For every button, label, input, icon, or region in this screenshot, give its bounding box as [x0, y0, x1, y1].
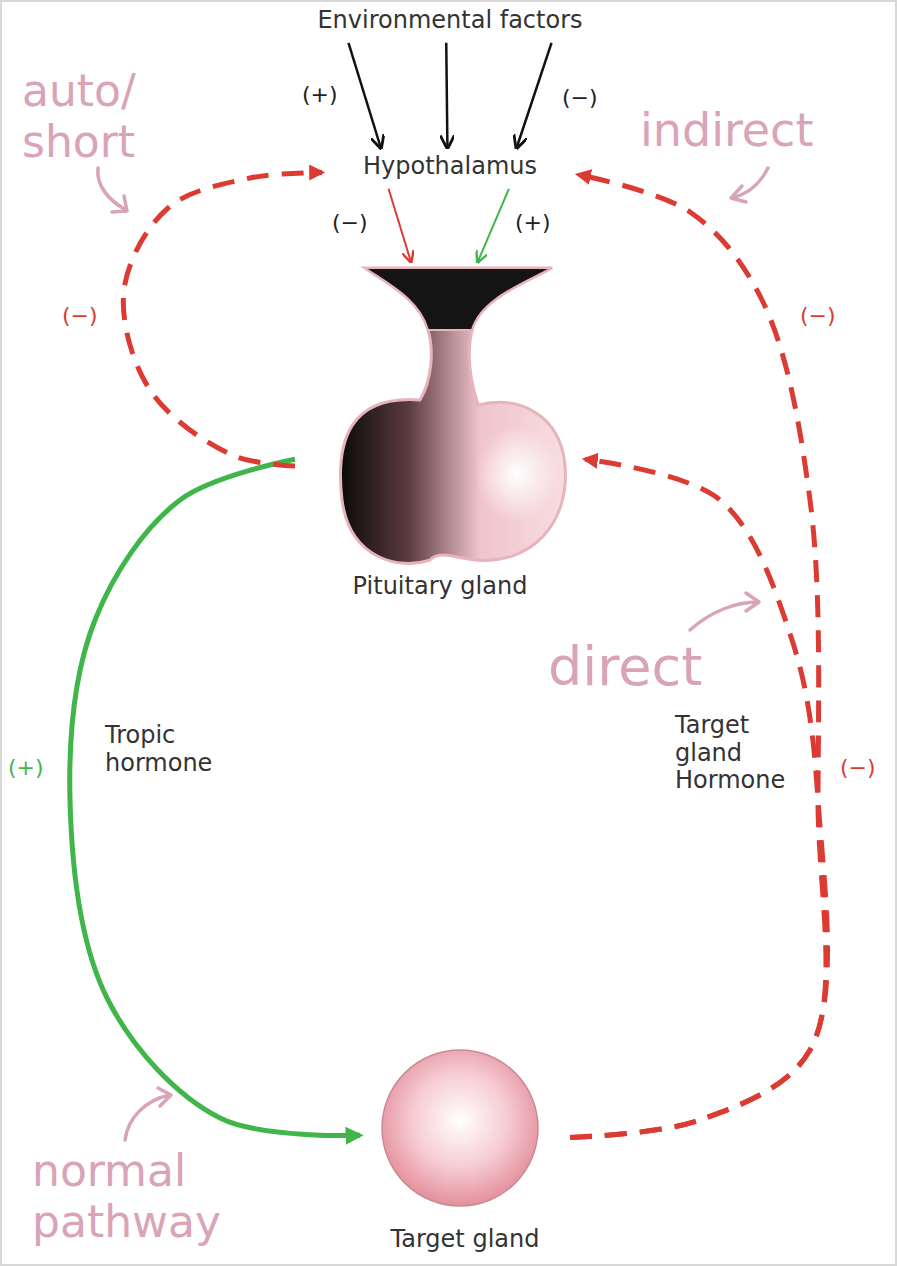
- feedback-arrow: [570, 459, 828, 1137]
- handwritten-note: indirect: [640, 104, 880, 157]
- sign-label: (+): [513, 210, 553, 236]
- signal-arrow: [517, 43, 552, 148]
- pituitary-outline: [340, 268, 565, 563]
- pointer-head: [112, 196, 127, 212]
- pointer-arrow: [98, 168, 126, 210]
- signal-arrow: [478, 189, 509, 262]
- pointer-head: [746, 593, 759, 611]
- handwritten-note: direct: [548, 636, 778, 698]
- sign-label: (+): [6, 755, 46, 781]
- sign-label: (−): [60, 303, 100, 329]
- handwritten-note: auto/ short: [22, 66, 192, 167]
- signal-arrow: [446, 43, 447, 148]
- target-gland: Target gland: [360, 1045, 570, 1260]
- pointer-head: [158, 1088, 171, 1106]
- node-label: Pituitary gland: [295, 572, 585, 601]
- gland-circle: [382, 1050, 538, 1206]
- factor-text-node: Environmental factors: [262, 2, 638, 43]
- sign-label: (−): [798, 303, 838, 329]
- lobe-highlight: [475, 426, 559, 522]
- pointer-head: [731, 186, 746, 202]
- pituitary-gland: Pituitary gland: [295, 262, 585, 602]
- sign-label: (−): [330, 210, 370, 236]
- node-label: Environmental factors: [262, 2, 638, 35]
- handwritten-note: normal pathway: [32, 1146, 282, 1247]
- signal-arrow: [348, 43, 380, 148]
- hormone-label: Tropic hormone: [105, 722, 245, 777]
- hormone-label: Target gland Hormone: [675, 712, 793, 795]
- signal-arrow: [70, 459, 360, 1135]
- node-label: Target gland: [360, 1225, 570, 1254]
- sign-label: (−): [560, 85, 600, 111]
- sign-label: (−): [838, 755, 878, 781]
- hypothalamus-node: Hypothalamus: [322, 148, 578, 189]
- feedback-arrow: [123, 172, 322, 466]
- pointer-arrow: [690, 602, 758, 630]
- sign-label: (+): [300, 82, 340, 108]
- node-label: Hypothalamus: [322, 148, 578, 181]
- infundibulum: [365, 268, 552, 330]
- signal-arrow: [389, 189, 411, 262]
- node-shape: [295, 262, 585, 602]
